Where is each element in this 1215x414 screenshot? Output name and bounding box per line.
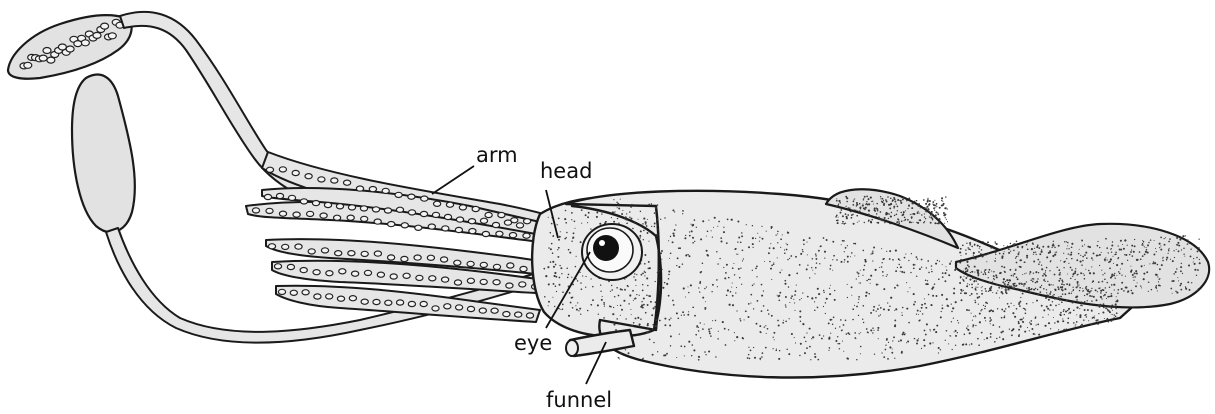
- eye-graphic: [582, 224, 642, 280]
- eye-label: eye: [514, 331, 552, 355]
- arm-leader-line: [432, 166, 474, 194]
- head-label: head: [540, 159, 592, 183]
- arm-label: arm: [476, 143, 518, 167]
- funnel-label: funnel: [546, 388, 612, 412]
- tentacle-blade-lower: [72, 75, 135, 233]
